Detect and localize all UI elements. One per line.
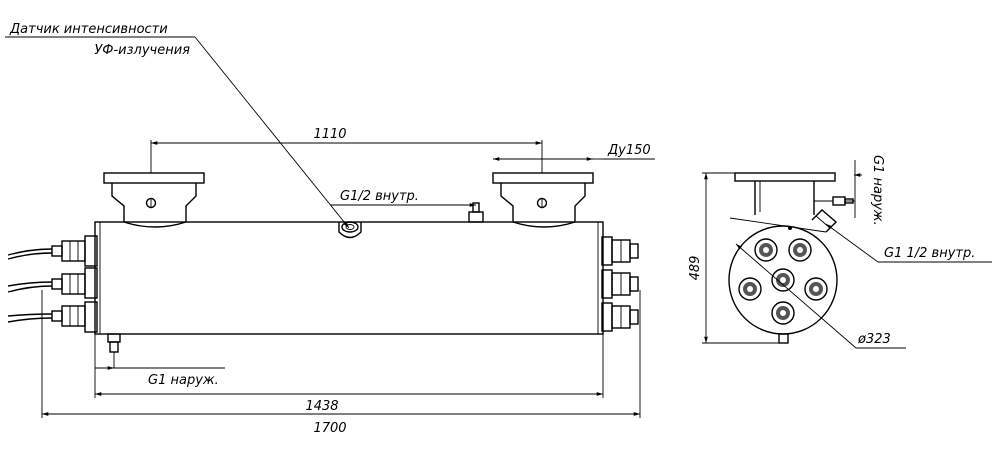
left-flange	[103, 172, 205, 228]
lamp-right	[804, 277, 828, 301]
drain-thread-callout: G1 наруж.	[95, 352, 225, 388]
dimension-489-label: 489	[688, 256, 703, 281]
inlet-thread-callout: G1/2 внутр.	[330, 189, 476, 207]
sensor-label-line1: Датчик интенсивности	[9, 22, 168, 37]
side-view: ø323 G1 1/2 внутр. G1 наруж. 489	[688, 155, 992, 349]
uv-sensor-port	[338, 221, 362, 239]
side-port-callout: G1 1/2 внутр.	[825, 223, 992, 263]
right-flange	[492, 172, 594, 228]
left-lamp-connectors	[7, 235, 98, 333]
right-lamp-connectors	[601, 236, 639, 332]
lamp-left	[738, 277, 762, 301]
lamp-sleeves	[738, 238, 828, 325]
sensor-label-line2: УФ-излучения	[94, 43, 190, 58]
flange-dn-callout: Ду150	[493, 143, 655, 161]
lamp-center	[771, 268, 795, 292]
top-fitting	[468, 202, 484, 223]
dimension-1700-label: 1700	[313, 421, 346, 436]
reactor-body	[94, 221, 604, 335]
front-view: 1110 Ду150 G1/2 внутр. Датчик интенсивно…	[5, 22, 655, 436]
side-flange	[734, 172, 836, 215]
diameter-label: ø323	[857, 332, 891, 347]
side-port-label: G1 1/2 внутр.	[884, 246, 975, 261]
diameter-callout: ø323	[735, 243, 906, 349]
drain-fitting	[107, 333, 121, 353]
dimension-overall-length: 1700	[41, 290, 641, 436]
sensor-callout: Датчик интенсивности УФ-излучения	[5, 22, 350, 229]
flange-dn-label: Ду150	[607, 143, 651, 158]
lamp-bottom	[771, 301, 795, 325]
dimension-1110-label: 1110	[313, 127, 346, 142]
side-angled-port	[729, 209, 838, 233]
dimension-height: 489	[688, 172, 779, 344]
side-top-thread-callout: G1 наруж.	[845, 155, 885, 226]
dimension-1438-label: 1438	[305, 399, 338, 414]
drain-thread-label: G1 наруж.	[148, 373, 219, 388]
dimension-flange-spacing: 1110	[150, 127, 543, 173]
dimension-body-length: 1438	[94, 334, 604, 414]
side-top-thread-label: G1 наруж.	[870, 155, 885, 226]
lamp-top-left	[754, 238, 778, 262]
inlet-thread-label: G1/2 внутр.	[340, 189, 419, 204]
lamp-top-right	[788, 238, 812, 262]
